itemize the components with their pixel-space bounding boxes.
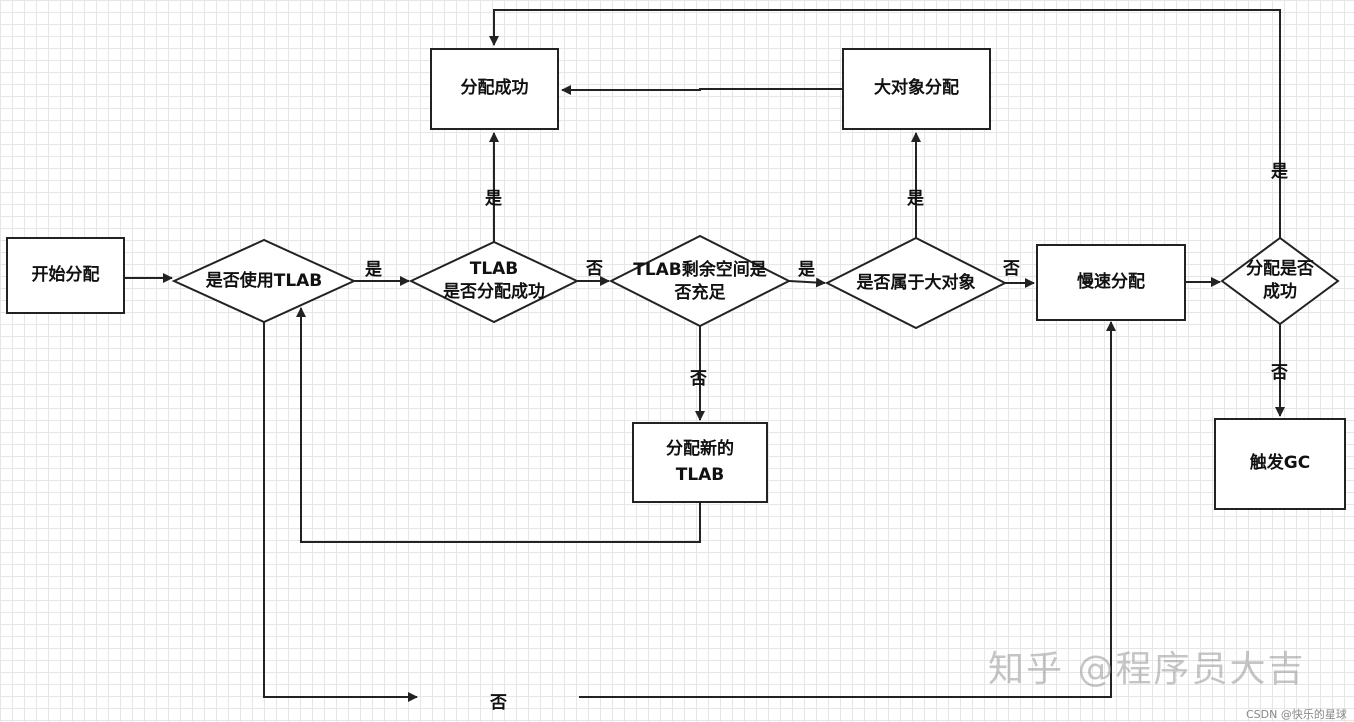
alloc-success-label: 分配成功 <box>460 78 529 99</box>
slow-ok-label-2: 成功 <box>1263 282 1297 302</box>
new-tlab-label-1: 分配新的 <box>666 439 734 459</box>
label-is-large-no: 否 <box>1003 259 1020 279</box>
use-tlab-text: 是否使用TLAB <box>174 261 354 301</box>
slow-alloc-label: 慢速分配 <box>1077 271 1145 292</box>
label-use-tlab-no: 否 <box>490 693 507 713</box>
label-tlab-ok-no: 否 <box>586 259 603 279</box>
slow-alloc-node: 慢速分配 <box>1036 244 1186 321</box>
slow-ok-label-1: 分配是否 <box>1246 259 1314 280</box>
large-alloc-label: 大对象分配 <box>874 78 959 99</box>
arrow-use-tlab-no-a <box>263 322 418 702</box>
is-large-label: 是否属于大对象 <box>856 272 976 293</box>
tlab-space-label-2: 否充足 <box>674 283 726 303</box>
arrow-tlab-space-yes <box>788 277 826 288</box>
arrow-large-to-success <box>561 85 842 95</box>
label-tlab-space-no: 否 <box>690 369 707 389</box>
label-is-large-yes: 是 <box>907 189 924 209</box>
trigger-gc-node: 触发GC <box>1214 418 1346 510</box>
label-tlab-space-yes: 是 <box>798 260 815 280</box>
use-tlab-label: 是否使用TLAB <box>205 270 323 291</box>
tlab-alloc-ok-label-2: 是否分配成功 <box>443 282 545 302</box>
start-node: 开始分配 <box>6 237 125 314</box>
label-use-tlab-yes: 是 <box>365 260 382 280</box>
label-slow-ok-no: 否 <box>1271 363 1288 383</box>
watermark-main: 知乎 @程序员大吉 <box>988 649 1306 690</box>
new-tlab-label-2: TLAB <box>675 464 725 485</box>
trigger-gc-label: 触发GC <box>1249 453 1311 474</box>
tlab-alloc-ok-label-1: TLAB <box>469 259 519 280</box>
alloc-success-node: 分配成功 <box>430 48 559 130</box>
slow-ok-diamond <box>1220 236 1340 326</box>
is-large-text: 是否属于大对象 <box>827 263 1005 303</box>
label-slow-ok-yes: 是 <box>1271 162 1288 182</box>
large-alloc-node: 大对象分配 <box>842 48 991 130</box>
tlab-space-text: TLAB剩余空间是 否充足 <box>611 256 789 308</box>
arrow-slow-ok-yes <box>489 9 1281 238</box>
slow-ok-text: 分配是否 成功 <box>1222 255 1338 307</box>
tlab-space-label-1: TLAB剩余空间是 <box>633 260 767 281</box>
start-node-label: 开始分配 <box>31 264 100 285</box>
watermark-corner: CSDN @快乐的星球 <box>1246 708 1347 721</box>
arrow-new-tlab-loop <box>296 307 701 543</box>
tlab-alloc-ok-text: TLAB 是否分配成功 <box>411 255 577 307</box>
arrow-use-tlab-no-b <box>579 321 1116 698</box>
new-tlab-node: 分配新的 TLAB <box>632 422 768 503</box>
label-tlab-ok-yes: 是 <box>485 189 502 209</box>
